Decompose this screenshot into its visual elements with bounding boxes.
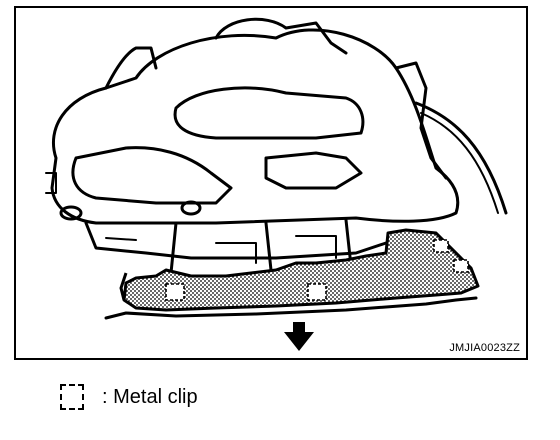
left-notch [45, 172, 57, 194]
inner-cutout-1 [173, 86, 365, 140]
lower-support [84, 221, 388, 260]
support-leg-2 [264, 221, 273, 272]
rib-2 [295, 235, 337, 259]
metal-clip-marker-2 [307, 283, 327, 301]
rib-3 [105, 237, 137, 241]
cable-inner [420, 112, 499, 214]
support-leg-1 [169, 221, 178, 275]
top-bracket [214, 17, 348, 55]
legend-label: : Metal clip [102, 385, 198, 408]
left-hole-2 [180, 200, 202, 216]
dashboard-illustration [45, 17, 508, 351]
metal-clip-marker-4 [453, 259, 469, 273]
down-arrow-icon [284, 322, 314, 351]
metal-clip-marker-3 [433, 239, 449, 253]
figure-code: JMJIA0023ZZ [449, 342, 520, 354]
upper-left-lobe [104, 46, 158, 90]
cable [414, 101, 508, 215]
rib-1 [215, 242, 257, 264]
inner-cutout-3 [264, 151, 363, 190]
left-hole-1 [59, 205, 83, 221]
inner-cutout-2 [71, 146, 233, 205]
metal-clip-marker-1 [165, 283, 185, 301]
lower-cover-panel [122, 228, 480, 312]
dashed-square-icon [60, 384, 84, 410]
lower-trim-edge [119, 272, 128, 301]
legend: : Metal clip [60, 382, 198, 412]
right-bracket [394, 61, 448, 180]
illustration-frame: JMJIA0023ZZ [14, 6, 528, 360]
dash-body-outline [50, 28, 460, 225]
lower-trim [104, 296, 478, 320]
